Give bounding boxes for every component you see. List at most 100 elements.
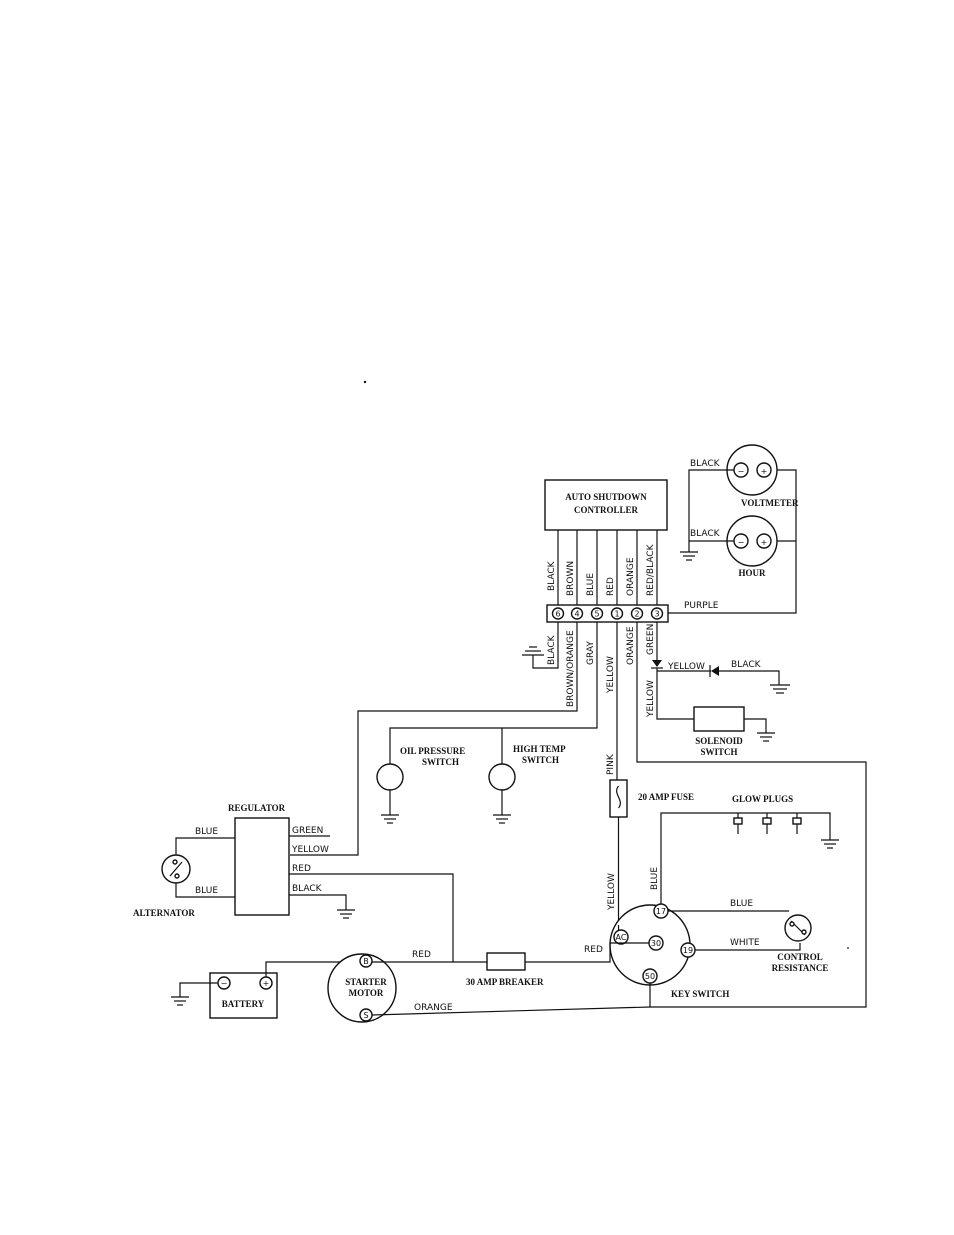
diode-black-wire (719, 670, 780, 685)
meter-ground-icon (680, 551, 698, 561)
battery-ground-icon (171, 996, 189, 1006)
key-17: 17 (656, 907, 666, 916)
regulator-label: REGULATOR (228, 803, 286, 813)
solenoid-ground-wire (744, 718, 767, 733)
alternator-label: ALTERNATOR (133, 908, 195, 918)
key-50: 50 (645, 972, 655, 981)
solenoid-yellow-wire (656, 668, 694, 720)
solenoid-label-2: SWITCH (700, 747, 737, 757)
breaker-red-wire (525, 942, 649, 963)
starter-label-1: STARTER (345, 977, 387, 987)
high-temp-ground-icon (493, 814, 511, 824)
wire-key-blue: BLUE (650, 867, 660, 890)
stray-dot-right (847, 947, 849, 949)
terminal-strip-pins (551, 607, 664, 620)
controller-label-1: AUTO SHUTDOWN (565, 492, 647, 502)
wire-pink: PINK (606, 753, 616, 775)
wire-resist-blue: BLUE (730, 899, 753, 909)
wire-reg-red: RED (292, 864, 311, 874)
voltmeter-minus: − (738, 467, 745, 476)
terminal-strip (546, 604, 669, 623)
regulator-ground-icon (337, 909, 355, 919)
resist-white-wire (695, 943, 801, 951)
wire-lower-brown-orange: BROWN/ORANGE (566, 630, 576, 707)
glow-plugs-label: GLOW PLUGS (732, 794, 793, 804)
wire-fuse-yellow: YELLOW (607, 873, 617, 911)
wire-upper-orange: ORANGE (626, 557, 636, 596)
pin-1: 1 (614, 610, 619, 619)
oil-pressure-feed (389, 715, 598, 765)
fuse-label: 20 AMP FUSE (638, 792, 694, 802)
hour-minus: − (738, 538, 745, 547)
key-terminal-ac (613, 929, 629, 945)
glow-plug-icon (733, 813, 802, 834)
oil-ground-icon (381, 814, 399, 824)
wire-upper-red-black: RED/BLACK (646, 543, 656, 596)
wire-purple-label: PURPLE (684, 601, 719, 611)
pin-3: 3 (654, 610, 659, 619)
high-temp-label-2: SWITCH (522, 755, 559, 765)
oil-label-1: OIL PRESSURE (400, 746, 465, 756)
wire-resist-white: WHITE (730, 938, 760, 948)
wire-starter-red: RED (412, 950, 431, 960)
wire-volt-black: BLACK (690, 459, 721, 469)
pin-2: 2 (634, 610, 639, 619)
hour-plus-terminal (756, 533, 772, 549)
diode-1-icon (651, 660, 663, 669)
wire-upper-brown: BROWN (566, 561, 576, 596)
diode-2-icon (709, 665, 719, 677)
high-temp-label-1: HIGH TEMP (513, 744, 566, 754)
starter-s: S (363, 1011, 368, 1020)
wire-lower-orange: ORANGE (626, 626, 636, 665)
wire-lower-green: GREEN (646, 624, 656, 655)
key-19: 19 (683, 946, 693, 955)
voltmeter-plus: + (761, 467, 768, 476)
key-30: 30 (651, 939, 661, 948)
breaker-30-amp (486, 952, 526, 971)
wire-solenoid-yellow: YELLOW (646, 680, 656, 718)
wire-alt-blue-top: BLUE (195, 827, 218, 837)
battery-ground-wire (179, 982, 218, 997)
controller-ground-icon (522, 646, 544, 656)
glow-plugs-wire (660, 812, 831, 905)
wire-lower-black: BLACK (547, 634, 557, 665)
solenoid-label-1: SOLENOID (695, 736, 743, 746)
starter-orange-wire (371, 1006, 651, 1016)
breaker-label: 30 AMP BREAKER (466, 977, 544, 987)
resist-label-1: CONTROL (777, 952, 823, 962)
fuse-20-amp (609, 779, 628, 818)
wire-hour-black: BLACK (690, 529, 721, 539)
wire-upper-black: BLACK (547, 560, 557, 591)
starter-b: B (363, 957, 369, 966)
wire-diode-black: BLACK (731, 660, 762, 670)
pin-4: 4 (574, 610, 579, 619)
pin-5: 5 (594, 610, 599, 619)
starter-b-terminal (359, 954, 373, 968)
fuse-element-icon (616, 785, 621, 809)
hour-label: HOUR (739, 568, 767, 578)
wire-breaker-red: RED (584, 945, 603, 955)
lower-black-wire (532, 622, 559, 669)
voltmeter-plus-terminal (756, 462, 772, 478)
battery-plus: + (263, 979, 270, 988)
upper-wires (557, 530, 658, 605)
wire-reg-green: GREEN (292, 826, 323, 836)
resist-label-2: RESISTANCE (772, 963, 829, 973)
wire-reg-black: BLACK (292, 884, 323, 894)
controller-label-2: CONTROLLER (574, 505, 639, 515)
volt-black-wire (688, 469, 734, 552)
wire-lower-yellow: YELLOW (606, 656, 616, 694)
wire-upper-red: RED (606, 577, 616, 596)
wire-upper-blue: BLUE (586, 573, 596, 596)
high-temp-switch (488, 763, 516, 791)
battery-minus: − (221, 979, 228, 988)
battery-plus-wire (265, 961, 360, 977)
wire-diode-yellow: YELLOW (667, 662, 705, 672)
reg-black-wire (289, 894, 347, 910)
alternator-symbol-icon (169, 859, 183, 879)
lower-brown-orange-wire (290, 622, 578, 856)
pin-6: 6 (555, 610, 560, 619)
key-ac: AC (616, 933, 627, 942)
wire-lower-gray: GRAY (586, 641, 596, 665)
wire-alt-blue-bottom: BLUE (195, 886, 218, 896)
